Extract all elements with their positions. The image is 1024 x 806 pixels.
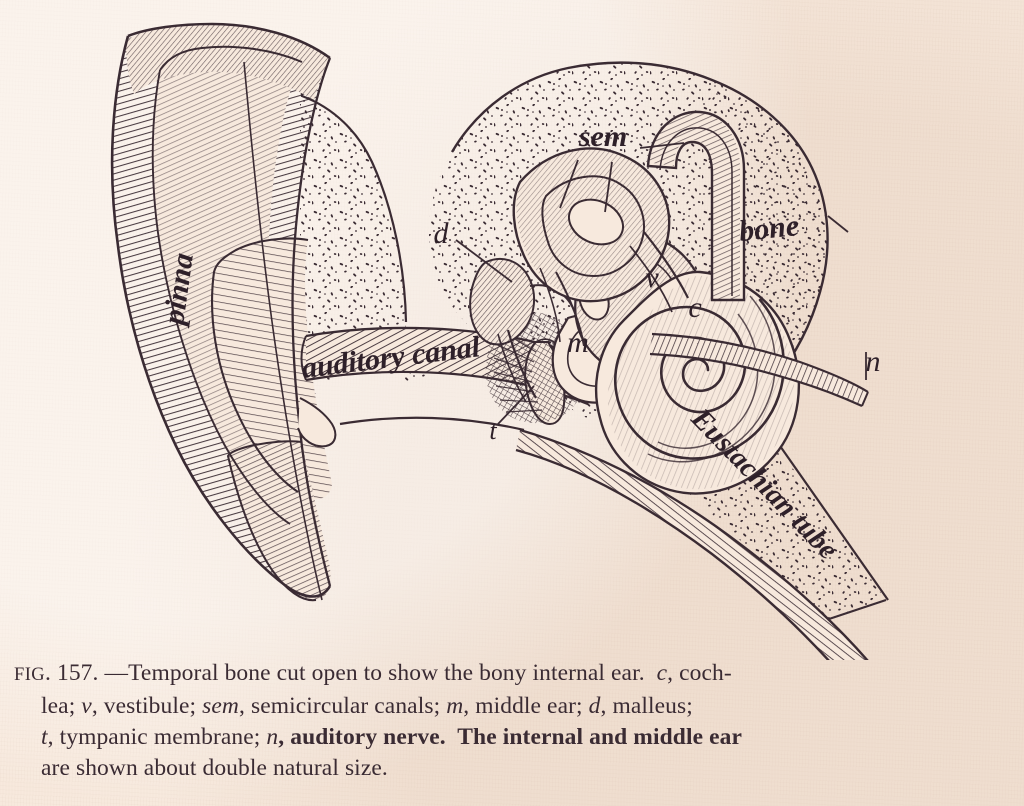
caption-symbol-t: t xyxy=(41,724,48,750)
caption-text-3b: , auditory nerve. The internal and middl… xyxy=(278,724,742,750)
caption-symbol-d: d xyxy=(588,693,601,719)
leader-sem-mid xyxy=(604,161,613,213)
caption-line-1: FIG. 157. —Temporal bone cut open to sho… xyxy=(0,658,1024,691)
leader-d xyxy=(455,239,513,283)
fig-number: . 157. — xyxy=(45,660,129,686)
caption-text-2d: , middle ear; xyxy=(463,693,589,719)
label-v-vestibule: v xyxy=(645,261,659,294)
leader-t xyxy=(497,385,535,425)
caption-text-1b: , coch- xyxy=(667,660,732,686)
caption-line-2: lea; v, vestibule; sem, semicircular can… xyxy=(0,691,1024,722)
label-m-middle-ear: m xyxy=(567,326,589,359)
label-d-malleus: d xyxy=(434,217,450,250)
malleus-ossicle xyxy=(469,257,575,403)
fig-small-caps-ig: IG xyxy=(24,665,46,685)
label-t-tympanic-membrane: t xyxy=(489,416,497,445)
fig-small-caps-f: F xyxy=(14,665,25,685)
cochlea-spiral xyxy=(594,270,800,495)
caption-text-1a: Temporal bone cut open to show the bony … xyxy=(128,660,657,686)
caption-text-2e: , malleus; xyxy=(600,693,693,719)
caption-symbol-sem: sem xyxy=(202,693,239,719)
caption-text-3a: , tympanic membrane; xyxy=(47,724,267,750)
semicircular-canals xyxy=(512,110,746,347)
caption-symbol-v: v xyxy=(81,693,92,719)
caption-text-2b: , vestibule; xyxy=(91,693,203,719)
caption-text-4: are shown about double natural size. xyxy=(41,755,388,781)
caption-line-3: t, tympanic membrane; n, auditory nerve.… xyxy=(0,722,1024,753)
caption-line-4: are shown about double natural size. xyxy=(0,753,1024,784)
illustration-group: pinna auditory canal sem bone d v c m t … xyxy=(110,22,889,660)
label-sem: sem xyxy=(578,120,627,153)
figure-illustration: pinna auditory canal sem bone d v c m t … xyxy=(110,22,889,660)
caption-symbol-c: c xyxy=(656,660,668,686)
caption-symbol-n: n xyxy=(266,724,279,750)
label-bone: bone xyxy=(737,209,800,248)
caption-text-2c: , semicircular canals; xyxy=(239,693,447,719)
pinna-outer-ear xyxy=(110,22,337,602)
leader-lines xyxy=(455,142,867,425)
label-n-auditory-nerve: n xyxy=(866,345,881,378)
label-c-cochlea: c xyxy=(688,291,701,324)
leader-sem-right xyxy=(639,142,685,149)
caption-text-2a: lea; xyxy=(41,693,82,719)
caption-symbol-m: m xyxy=(446,693,464,719)
leader-sem-left xyxy=(559,159,579,209)
leader-bone-edge xyxy=(827,215,849,233)
figure-caption: FIG. 157. —Temporal bone cut open to sho… xyxy=(0,658,1024,784)
